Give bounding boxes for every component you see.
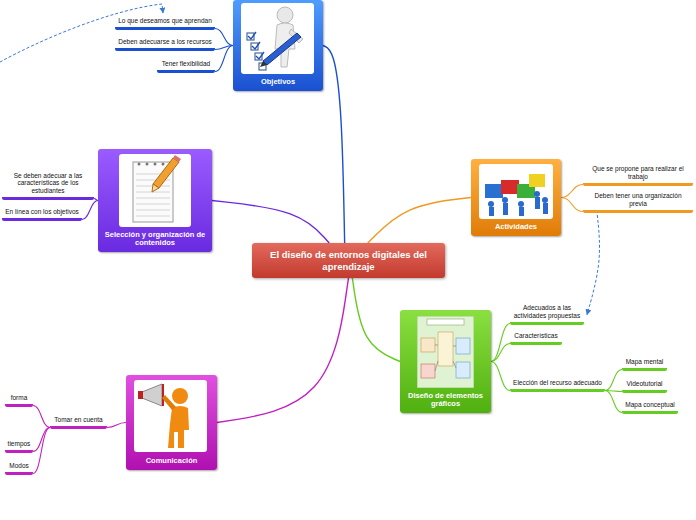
subtopic: Tomar en cuenta <box>50 416 107 429</box>
subtopic-label: Modos <box>5 462 33 472</box>
connector <box>217 278 349 423</box>
subtopic: tiempos <box>5 440 33 453</box>
subtopic-label: Que se propone para realizar el trabajo <box>583 165 693 183</box>
subtopic: Videotutorial <box>622 380 667 393</box>
topic-label: Selección y organización de contenidos <box>98 231 212 252</box>
subtopic-label: Se deben adecuar a las características d… <box>2 172 94 197</box>
connector <box>33 428 50 474</box>
connector <box>82 201 98 220</box>
connector <box>33 406 50 428</box>
subtopic-label: tiempos <box>5 440 33 450</box>
connector <box>491 344 510 362</box>
branch-box: Comunicación <box>126 375 217 470</box>
connector <box>215 29 233 46</box>
dashed-leader <box>0 4 163 62</box>
subtopic-label: forma <box>5 394 33 404</box>
connector <box>107 423 126 428</box>
subtopic-label: Elección del recurso adecuado <box>510 379 605 389</box>
connector <box>605 391 622 413</box>
subtopic-label: Mapa conceptual <box>622 401 678 411</box>
subtopic: Modos <box>5 462 33 475</box>
subtopic-label: Características <box>510 332 562 342</box>
subtopic-label: En línea con los objetivos <box>2 208 82 218</box>
subtopic-label: Deben tener una organización previa <box>583 192 693 210</box>
megaphone-illustration <box>134 380 207 452</box>
subtopic: Mapa mental <box>622 358 667 371</box>
subtopic: Deben tener una organización previa <box>583 192 693 213</box>
subtopic-label: Tomar en cuenta <box>50 416 107 426</box>
puzzle-team-illustration <box>479 164 553 219</box>
notepad-illustration <box>119 154 191 227</box>
connector <box>212 201 329 244</box>
subtopic: Mapa conceptual <box>622 401 678 414</box>
subtopic: Características <box>510 332 562 345</box>
branch-box: Selección y organización de contenidos <box>98 149 212 252</box>
subtopic-label: Tener flexibilidad <box>157 60 215 70</box>
subtopic: Que se propone para realizar el trabajo <box>583 165 693 186</box>
subtopic-label: Adecuados a las actividades propuestas <box>510 304 584 322</box>
connector <box>587 215 599 315</box>
subtopic: Deben adecuarse a los recursos <box>115 38 215 51</box>
subtopic: Lo que deseamos que aprendan <box>115 17 215 30</box>
chart-thumbnail <box>417 316 474 388</box>
topic-label: Diseño de elementos gráficos <box>400 392 491 413</box>
connector <box>491 362 510 391</box>
connector <box>605 370 622 391</box>
subtopic-label: Deben adecuarse a los recursos <box>115 38 215 48</box>
connector <box>561 198 583 212</box>
connector <box>215 46 233 72</box>
subtopic-label: Videotutorial <box>622 380 667 390</box>
topic-label: Actividades <box>471 223 561 236</box>
connector <box>491 324 510 362</box>
connector <box>352 278 400 362</box>
subtopic: Elección del recurso adecuado <box>510 379 605 392</box>
branch-box: Diseño de elementos gráficos <box>400 310 491 413</box>
subtopic: Adecuados a las actividades propuestas <box>510 304 584 325</box>
subtopic-label: Mapa mental <box>622 358 667 368</box>
subtopic: En línea con los objetivos <box>2 208 82 221</box>
branch-box: Actividades <box>471 159 561 236</box>
subtopic: forma <box>5 394 33 407</box>
central-topic: El diseño de entornos digitales del apre… <box>252 243 445 278</box>
subtopic: Se deben adecuar a las características d… <box>2 172 94 200</box>
topic-label: El diseño de entornos digitales del apre… <box>252 246 445 275</box>
subtopic: Tener flexibilidad <box>157 60 215 73</box>
topic-label: Comunicación <box>126 457 217 470</box>
topic-label: Objetivos <box>233 78 323 91</box>
subtopic-label: Lo que deseamos que aprendan <box>115 17 215 27</box>
objectives-illustration <box>241 3 314 74</box>
connector <box>323 46 345 244</box>
connector <box>561 185 583 198</box>
connector <box>368 198 471 244</box>
branch-box: Objetivos <box>233 0 323 91</box>
